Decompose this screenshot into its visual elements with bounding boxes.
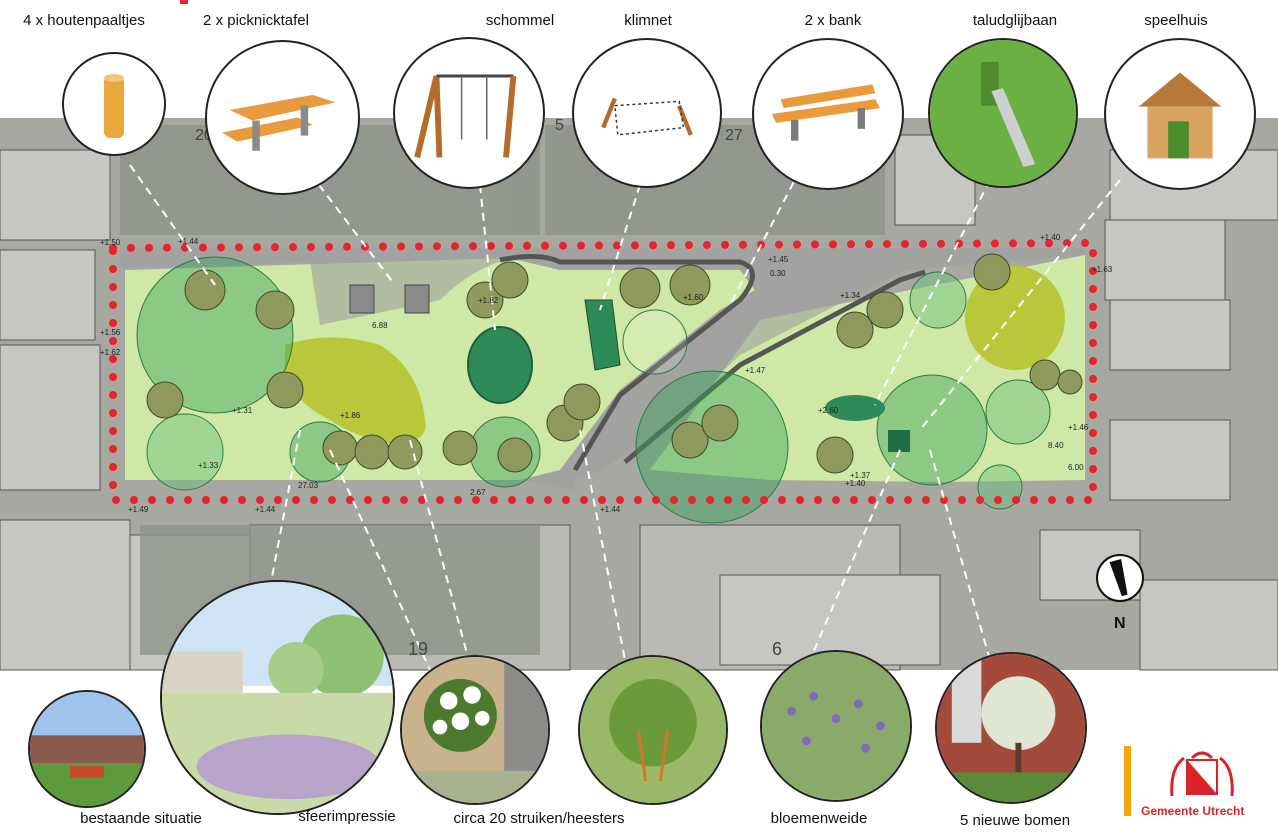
- circle-bestaande-situatie: [28, 690, 146, 808]
- circle-struiken: [400, 655, 550, 805]
- svg-text:+1.46: +1.46: [1068, 423, 1089, 432]
- label-struiken-heesters: circa 20 struiken/heesters: [453, 810, 625, 827]
- atmosphere-impression-image: [162, 582, 393, 813]
- svg-text:+1.44: +1.44: [178, 237, 199, 246]
- circle-picknicktafel: [205, 40, 360, 195]
- svg-text:+1.40: +1.40: [845, 479, 866, 488]
- house-number-19: 19: [408, 639, 428, 659]
- label-bloemenweide: bloemenweide: [770, 810, 868, 827]
- svg-text:8.40: 8.40: [1048, 441, 1064, 450]
- svg-text:+1.37: +1.37: [850, 471, 871, 480]
- playhouse-icon: [1138, 72, 1222, 159]
- shrubs-photo: [402, 657, 548, 803]
- circle-bank: [752, 38, 904, 190]
- circle-heesters: [578, 655, 728, 805]
- svg-text:+1.49: +1.49: [128, 505, 149, 514]
- bush-photo: [580, 657, 726, 803]
- label-schommel: schommel: [485, 12, 555, 29]
- svg-text:+2.60: +2.60: [818, 406, 839, 415]
- tree-canopies: [136, 256, 1051, 524]
- circle-houtenpaaltjes: [62, 52, 166, 156]
- svg-text:+1.34: +1.34: [840, 291, 861, 300]
- house-number-5: 5: [555, 117, 564, 134]
- circle-schommel: [393, 37, 545, 189]
- svg-text:0.30: 0.30: [770, 269, 786, 278]
- new-trees-photo: [937, 654, 1085, 802]
- svg-text:+1.62: +1.62: [100, 348, 121, 357]
- label-picknicktafel: 2 x picknicktafel: [203, 12, 309, 29]
- brand-name: Gemeente Utrecht: [1141, 804, 1245, 818]
- label-bank: 2 x bank: [804, 12, 862, 29]
- label-bestaande-situatie: bestaande situatie: [80, 810, 202, 827]
- svg-text:+1.44: +1.44: [600, 505, 621, 514]
- shrub-bed-1: [285, 337, 426, 445]
- leader-lines: [129, 139, 1121, 671]
- circle-sfeerimpressie: [160, 580, 395, 815]
- circle-klimnet: [572, 38, 722, 188]
- utrecht-coat-of-arms-icon: [1170, 751, 1234, 797]
- svg-text:27.03: 27.03: [298, 481, 319, 490]
- path-edge-1: [499, 254, 755, 472]
- compass-north-label: N: [1114, 615, 1126, 632]
- label-speelhuis: speelhuis: [1144, 12, 1208, 29]
- svg-text:+1.31: +1.31: [232, 406, 253, 415]
- house-number-6: 6: [772, 639, 782, 659]
- svg-text:+1.45: +1.45: [768, 255, 789, 264]
- svg-text:+1.60: +1.60: [683, 293, 704, 302]
- circle-nieuwe-bomen: [935, 652, 1087, 804]
- circle-taludglijbaan: [928, 38, 1078, 188]
- svg-text:+1.63: +1.63: [1092, 265, 1113, 274]
- swing-icon: [414, 74, 517, 159]
- compass: N: [1096, 554, 1144, 632]
- wooden-post-icon: [104, 74, 124, 138]
- play-equipment: [349, 284, 910, 452]
- svg-text:+1.40: +1.40: [1040, 233, 1061, 242]
- svg-text:6.88: 6.88: [372, 321, 388, 330]
- circle-speelhuis: [1104, 38, 1256, 190]
- gemeente-utrecht-logo: Gemeente Utrecht: [1124, 746, 1274, 818]
- bench-icon: [771, 84, 880, 141]
- svg-text:6.00: 6.00: [1068, 463, 1084, 472]
- label-houtenpaaltjes: 4 x houtenpaaltjes: [23, 12, 145, 29]
- label-nieuwe-bomen: 5 nieuwe bomen: [959, 812, 1071, 829]
- existing-situation-photo: [30, 692, 144, 806]
- top-red-mark: [180, 0, 188, 4]
- svg-text:+1.56: +1.56: [100, 328, 121, 337]
- path-edge-2: [623, 269, 926, 464]
- flower-meadow-photo: [762, 652, 910, 800]
- svg-text:+1.50: +1.50: [100, 238, 121, 247]
- slide-icon: [930, 40, 1076, 186]
- svg-text:2.67: 2.67: [470, 488, 486, 497]
- label-taludglijbaan: taludglijbaan: [972, 12, 1058, 29]
- dimension-labels: +1.50 +1.44 +1.40 +1.45 +1.34 +1.56 +1.62 +1.…: [100, 233, 1113, 514]
- plan-boundary: [109, 238, 1097, 504]
- label-sfeerimpressie: sfeerimpressie: [298, 808, 396, 825]
- label-klimnet: klimnet: [624, 12, 672, 29]
- house-number-27: 27: [725, 127, 743, 144]
- shrub-bed-2: [965, 266, 1065, 370]
- svg-text:+1.47: +1.47: [745, 366, 766, 375]
- svg-text:+1.44: +1.44: [255, 505, 276, 514]
- picnic-table-icon: [222, 94, 336, 151]
- circle-bloemenweide: [760, 650, 912, 802]
- svg-text:+1.86: +1.86: [340, 411, 361, 420]
- brand-accent-bar: [1124, 746, 1131, 816]
- existing-trees: [146, 253, 1083, 474]
- svg-text:+1.82: +1.82: [478, 296, 499, 305]
- svg-text:+1.33: +1.33: [198, 461, 219, 470]
- climbing-net-icon: [601, 97, 693, 136]
